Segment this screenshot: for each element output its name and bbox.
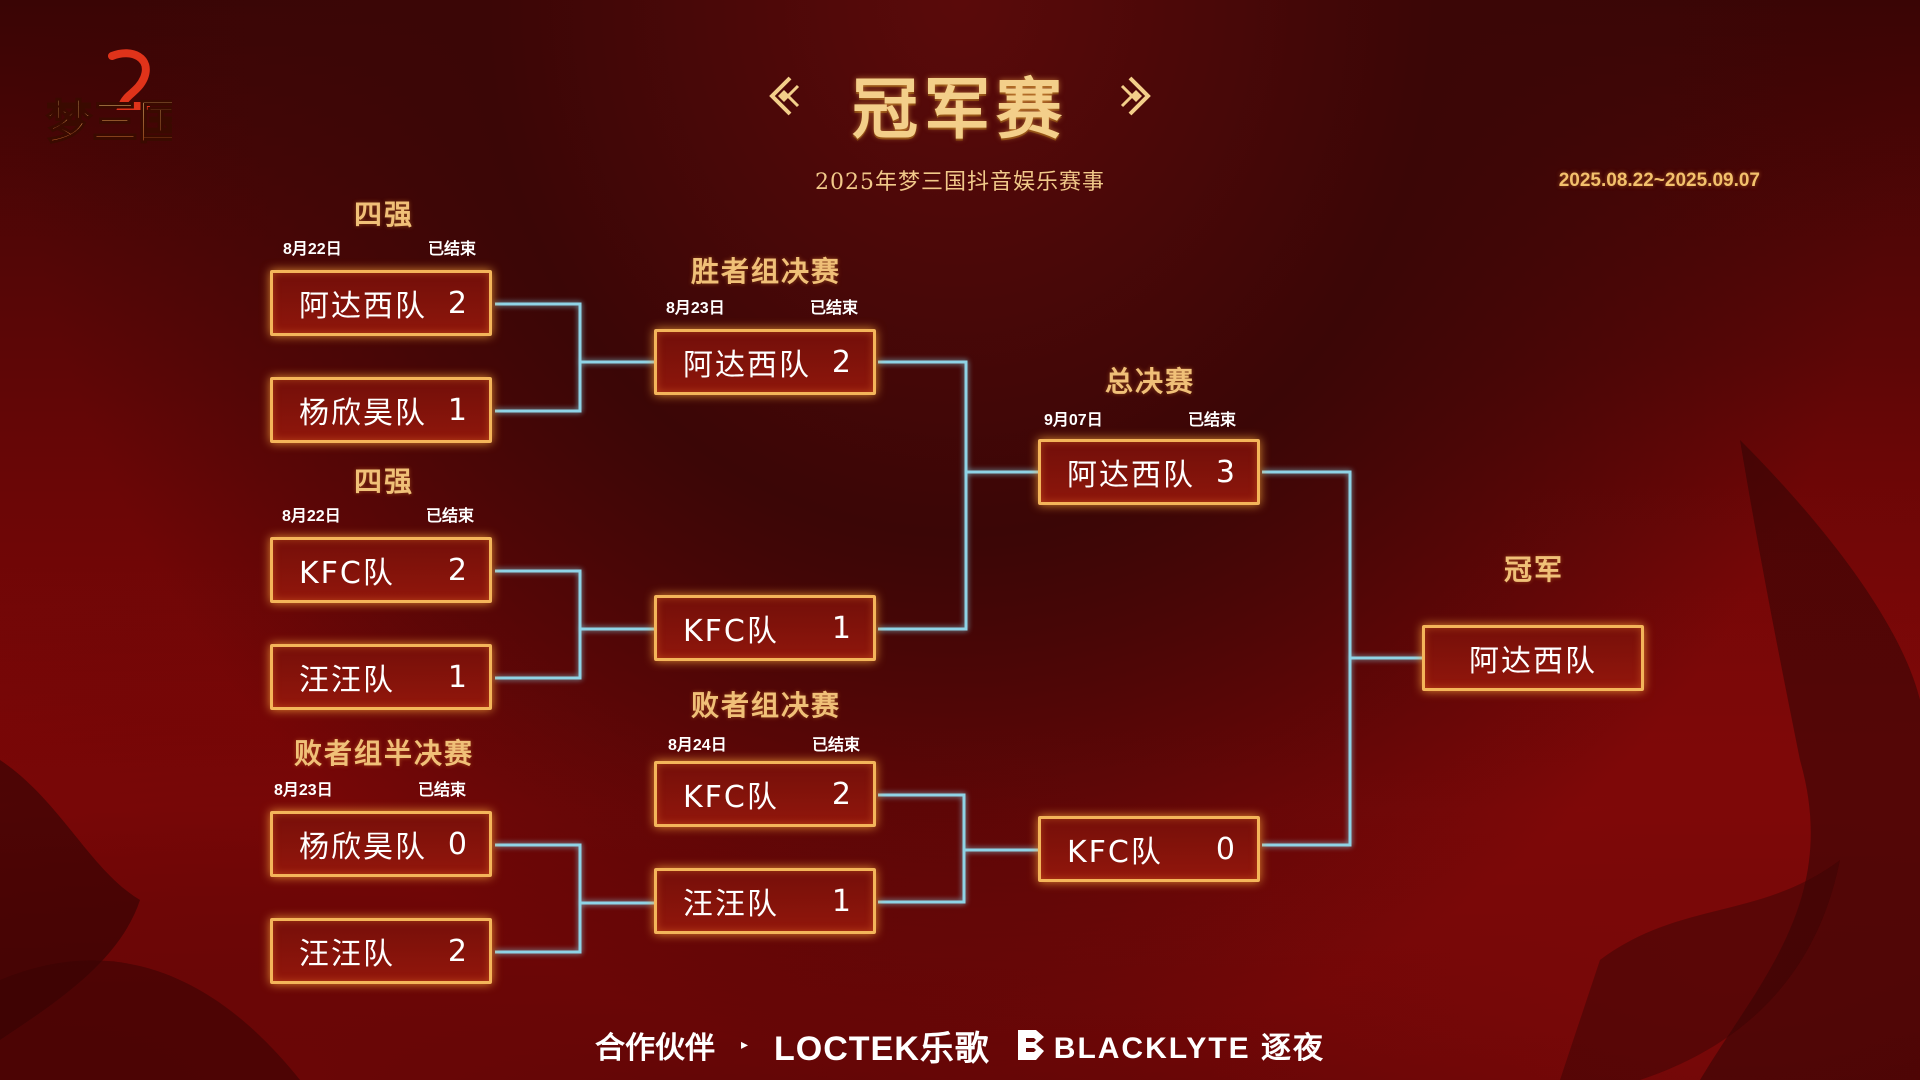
team-score: 1	[831, 610, 851, 646]
match-date-wf: 8月23日	[666, 300, 725, 317]
team-score: 1	[831, 883, 851, 919]
team-slot-gf-a[interactable]: 阿达西队 3	[1038, 439, 1260, 505]
team-name: KFC队	[1067, 835, 1163, 870]
champion-team-name: 阿达西队	[1469, 644, 1597, 679]
team-score: 2	[447, 552, 467, 588]
team-name: KFC队	[683, 614, 779, 649]
team-slot-lsf-b[interactable]: 汪汪队 2	[270, 918, 492, 984]
match-status-qf1: 已结束	[428, 241, 477, 258]
team-name: 汪汪队	[299, 663, 395, 698]
blacklyte-text: BLACKLYTE 逐夜	[1053, 1032, 1326, 1065]
team-score: 2	[447, 933, 467, 969]
team-slot-wf-a[interactable]: 阿达西队 2	[654, 329, 876, 395]
team-score: 1	[447, 659, 467, 695]
team-slot-lf-b[interactable]: 汪汪队 1	[654, 868, 876, 934]
team-name: 阿达西队	[299, 289, 427, 324]
event-date-range: 2025.08.22~2025.09.07	[1558, 170, 1760, 191]
team-score: 0	[447, 826, 467, 862]
team-name: KFC队	[683, 780, 779, 815]
match-status-gf: 已结束	[1188, 412, 1237, 429]
team-name: 汪汪队	[683, 887, 779, 922]
team-name: 杨欣昊队	[299, 830, 427, 865]
stage-label-wf: 胜者组决赛	[690, 255, 841, 288]
event-subtitle: 2025年梦三国抖音娱乐赛事	[815, 170, 1105, 195]
stage-label-lsf: 败者组半决赛	[293, 737, 474, 770]
match-date-qf2: 8月22日	[282, 508, 341, 525]
stage-label-qf1: 四强	[353, 198, 414, 231]
team-score: 1	[447, 392, 467, 428]
team-slot-qf1-b[interactable]: 杨欣昊队 1	[270, 377, 492, 443]
team-score: 3	[1215, 454, 1235, 490]
diamond-arrow-left-icon	[769, 76, 800, 116]
champion-slot[interactable]: 阿达西队	[1422, 625, 1644, 691]
team-slot-qf2-a[interactable]: KFC队 2	[270, 537, 492, 603]
diamond-arrow-right-icon	[1120, 76, 1151, 116]
team-slot-wf-b[interactable]: KFC队 1	[654, 595, 876, 661]
partners-bar: 合作伙伴 ▸ LOCTEK乐歌 BLACKLYTE 逐夜	[0, 1020, 1920, 1070]
team-slot-lf-a[interactable]: KFC队 2	[654, 761, 876, 827]
loctek-logo: LOCTEK乐歌	[774, 1029, 990, 1068]
match-status-lsf: 已结束	[418, 782, 467, 799]
team-slot-gf-b[interactable]: KFC队 0	[1038, 816, 1260, 882]
match-date-qf1: 8月22日	[283, 241, 342, 258]
team-slot-lsf-a[interactable]: 杨欣昊队 0	[270, 811, 492, 877]
match-status-qf2: 已结束	[426, 508, 475, 525]
team-score: 2	[831, 344, 851, 380]
partner-label: 合作伙伴	[594, 1031, 715, 1066]
caret-right-icon: ▸	[740, 1037, 748, 1053]
team-score: 2	[831, 776, 851, 812]
team-slot-qf1-a[interactable]: 阿达西队 2	[270, 270, 492, 336]
svg-text:梦三国: 梦三国	[46, 95, 172, 149]
team-slot-qf2-b[interactable]: 汪汪队 1	[270, 644, 492, 710]
stage-label-lf: 败者组决赛	[690, 689, 841, 722]
game-logo: 梦三国	[42, 48, 185, 153]
match-date-lf: 8月24日	[668, 737, 727, 754]
stage-label-qf2: 四强	[353, 465, 414, 498]
page-title: 冠军赛	[852, 70, 1068, 148]
stage-label-gf: 总决赛	[1104, 365, 1195, 398]
team-score: 0	[1215, 831, 1235, 867]
match-status-lf: 已结束	[812, 737, 861, 754]
match-date-lsf: 8月23日	[274, 782, 333, 799]
team-score: 2	[447, 285, 467, 321]
stage-label-champion: 冠军	[1503, 553, 1564, 586]
match-date-gf: 9月07日	[1044, 412, 1103, 429]
blacklyte-b-icon	[1017, 1030, 1044, 1060]
team-name: KFC队	[299, 556, 395, 591]
team-name: 阿达西队	[1067, 458, 1195, 493]
match-status-wf: 已结束	[810, 300, 859, 317]
blacklyte-logo: BLACKLYTE 逐夜	[1016, 1023, 1325, 1067]
team-name: 阿达西队	[683, 348, 811, 383]
team-name: 杨欣昊队	[299, 396, 427, 431]
team-name: 汪汪队	[299, 937, 395, 972]
